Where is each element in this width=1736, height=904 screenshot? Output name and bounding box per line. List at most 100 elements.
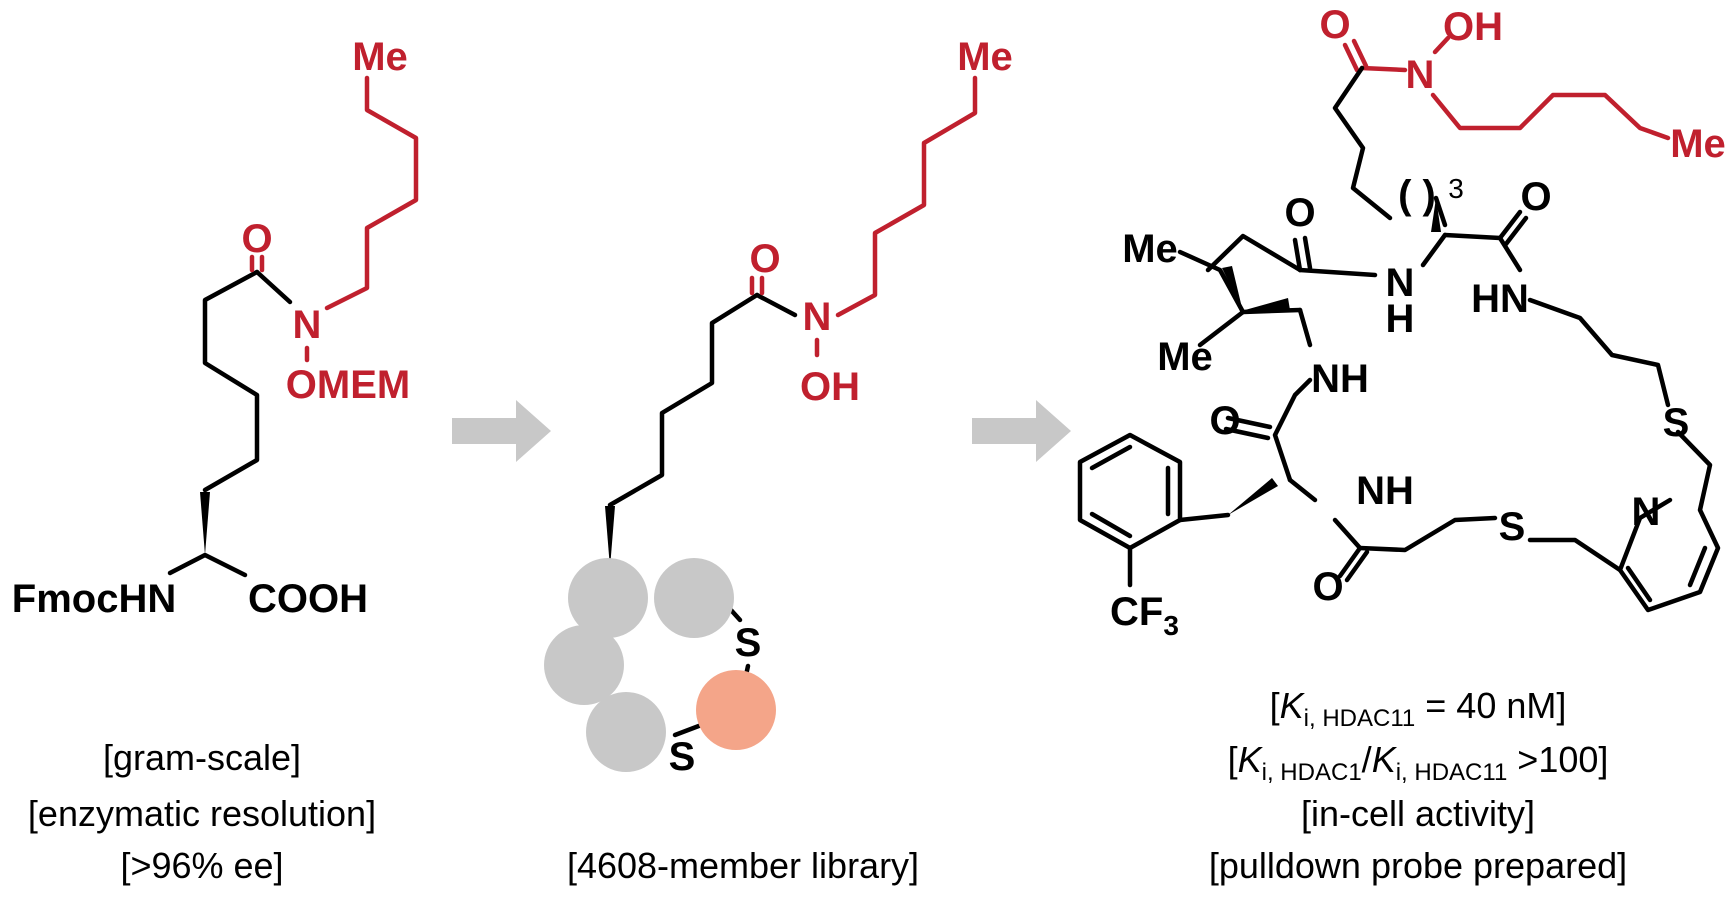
compound-3-co-n-bond [1359,65,1408,73]
compound-3-note: [pulldown probe prepared] [1209,845,1627,886]
note-slash: / [1362,739,1372,780]
note-k: K [1372,739,1398,780]
compound-3-me-ethyl: Me [1122,227,1178,271]
note-subscript: i, HDAC11 [1396,759,1508,786]
compound-1-co-bond [254,269,293,305]
compound-2-wedge-bond [605,506,615,568]
compound-3-cf3-label: CF3 [1110,590,1179,641]
compound-2-structure [605,75,978,738]
compound-3-hn-linker: HN [1471,277,1529,321]
compound-3-o-ile: O [1284,191,1315,235]
compound-3-linker-lower [1617,429,1721,613]
compound-1-alpha-bonds [167,552,248,578]
cf3-subscript: 3 [1163,610,1179,641]
compound-3-o-lower: O [1312,565,1343,609]
compound-3-phe-nh-bond [1287,477,1318,503]
compound-1-o-label: O [241,217,272,261]
compound-3-ile-co-a [1292,237,1303,273]
compound-3-co-b [1503,215,1529,247]
compound-2-hexyl-chain [835,75,978,318]
compound-3-wedge-ile [1245,298,1290,310]
compound-1-chain-bonds [202,269,260,493]
cf3-text: CF [1110,590,1163,634]
compound-2-s-bond [672,721,707,738]
compound-3-phenyl-ring [1077,432,1183,551]
compound-3-hexyl-chain [1430,92,1671,141]
peptide-bead-accent [696,670,776,750]
note-value: >100] [1507,739,1608,780]
reaction-arrow-2 [972,400,1071,462]
compound-3-side-chain [1332,65,1393,221]
compound-1-fmochn-label: FmocHN [12,577,176,621]
compound-3-n-hydroxamate: N [1406,53,1435,97]
compound-3-ile-alpha [1240,307,1303,315]
compound-2-note: [4608-member library] [567,845,919,886]
compound-3-nh-amide: N [1386,261,1415,305]
peptide-bead [654,558,734,638]
compound-2-o-label: O [749,237,780,281]
compound-1-note: [enzymatic resolution] [28,793,376,834]
compound-3-c-n-bond [1420,232,1448,268]
compound-3-o-phe: O [1209,399,1240,443]
compound-3-amide-nh-c [1332,517,1363,551]
compound-2-co-bond [754,292,798,318]
peptide-bead [586,692,666,772]
compound-2-s-label: S [669,735,696,779]
compound-3-phe-co-a [1225,415,1273,430]
compound-3-ile-co-b [1302,235,1313,271]
compound-3-lower-co-a [1337,545,1363,579]
note-subscript: i, HDAC1 [1262,759,1362,786]
compound-3-note: [in-cell activity] [1301,793,1535,834]
compound-3-note-selectivity: [Ki, HDAC1/Ki, HDAC11 >100] [1228,739,1609,786]
compound-3-wedge-methyl [1222,266,1243,312]
note-value: = 40 nM] [1415,685,1566,726]
compound-1-note: [gram-scale] [103,737,301,778]
compound-3-nh-ile: NH [1311,357,1369,401]
compound-3-phe-co-b [1223,426,1271,441]
compound-3-ring-double [1625,565,1653,603]
compound-3-cooh-alpha-bond [1433,195,1448,228]
compound-3-h-amide: H [1386,297,1415,341]
compound-3-n-pyridine: N [1632,490,1661,534]
compound-3-co-a [1497,209,1523,241]
compound-3-notes: [Ki, HDAC11 = 40 nM] [Ki, HDAC1/Ki, HDAC… [1209,685,1627,886]
compound-3-repeat-paren: ( ) [1398,173,1436,217]
compound-1-omem-label: OMEM [286,363,410,407]
compound-3-lower-co-b [1344,549,1370,583]
peptide-bead [568,558,648,638]
compound-2-oh-label: OH [800,365,860,409]
compound-1-structure [167,75,419,578]
note-k: K [1280,685,1306,726]
compound-3-ile-nh-bond [1297,307,1313,348]
compound-3-ile-branch [1177,249,1246,315]
compound-3-oh-label: OH [1443,5,1503,49]
compound-3-benzyl-bond [1177,512,1231,523]
compound-2-s-label: S [735,621,762,665]
compound-3-n-oh-bond [1432,35,1451,55]
compound-3-me-chain: Me [1670,122,1726,166]
compound-3-ring-double [1687,545,1708,588]
compound-1-wedge-bond [200,492,210,555]
compound-3-nh-phe: NH [1356,469,1414,513]
note-bracket: [ [1270,685,1280,726]
compound-3-wedge-phe [1228,478,1278,515]
note-bracket: [ [1228,739,1238,780]
compound-3-ile-me-bond [1197,309,1246,348]
compound-3-structure [1077,35,1721,613]
compound-3-o-hydroxamate: O [1319,3,1350,47]
compound-3-s-to-amide [1357,515,1498,553]
note-k: K [1238,739,1264,780]
compound-3-carbonyl-a [1342,42,1360,73]
peptide-bead [544,625,624,705]
compound-3-s-upper: S [1663,401,1690,445]
compound-3-linker-upper [1527,297,1671,408]
compound-3-wedge-lys [1431,198,1441,232]
note-subscript: i, HDAC11 [1304,705,1416,732]
compound-3-phenyl-double [1089,444,1133,471]
compound-3-s-lower: S [1499,505,1526,549]
compound-2-peptide-beads [544,558,776,772]
compound-3-c-c-bond [1442,232,1503,241]
compound-3-ile-to-nh [1297,267,1378,278]
compound-1-notes: [gram-scale] [enzymatic resolution] [>96… [28,737,376,886]
